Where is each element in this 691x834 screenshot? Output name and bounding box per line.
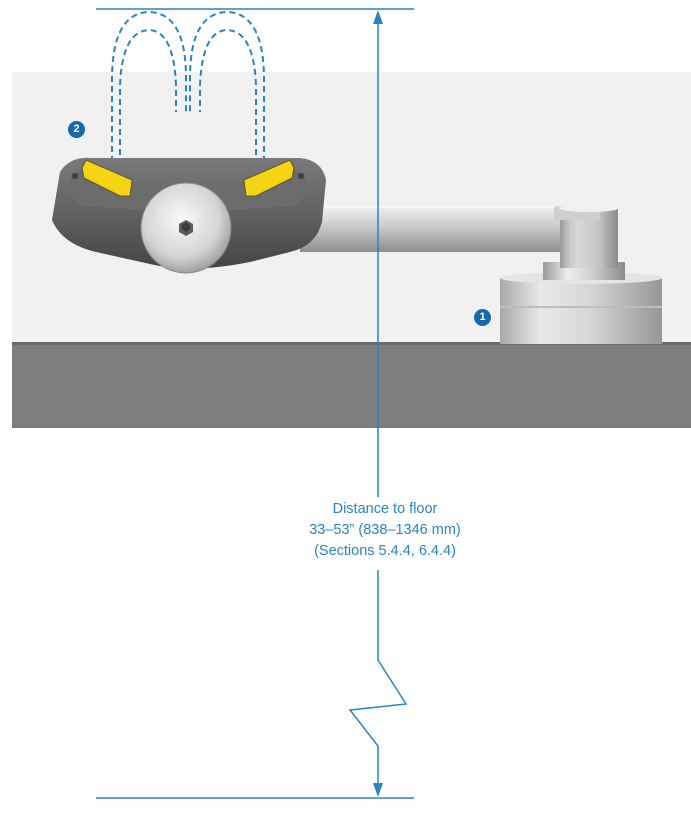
arrow-up-icon bbox=[373, 10, 383, 24]
eyewash-head-icon bbox=[52, 157, 326, 274]
dimension-line bbox=[96, 8, 414, 799]
callout-badge-spray-head: 2 bbox=[68, 121, 85, 138]
counter-top bbox=[12, 342, 691, 428]
spray-stream-icon bbox=[111, 10, 265, 165]
arrow-down-icon bbox=[373, 783, 383, 797]
dimension-range: 33–53” (838–1346 mm) bbox=[309, 522, 461, 538]
dimension-reference: (Sections 5.4.4, 6.4.4) bbox=[314, 543, 456, 559]
callout-badge-base: 1 bbox=[474, 309, 491, 326]
dimension-title: Distance to floor bbox=[332, 501, 438, 517]
arm-pipe bbox=[300, 206, 562, 252]
mount-base-icon bbox=[500, 204, 662, 344]
dimension-label: Distance to floor 33–53” (838–1346 mm) (… bbox=[290, 497, 480, 564]
